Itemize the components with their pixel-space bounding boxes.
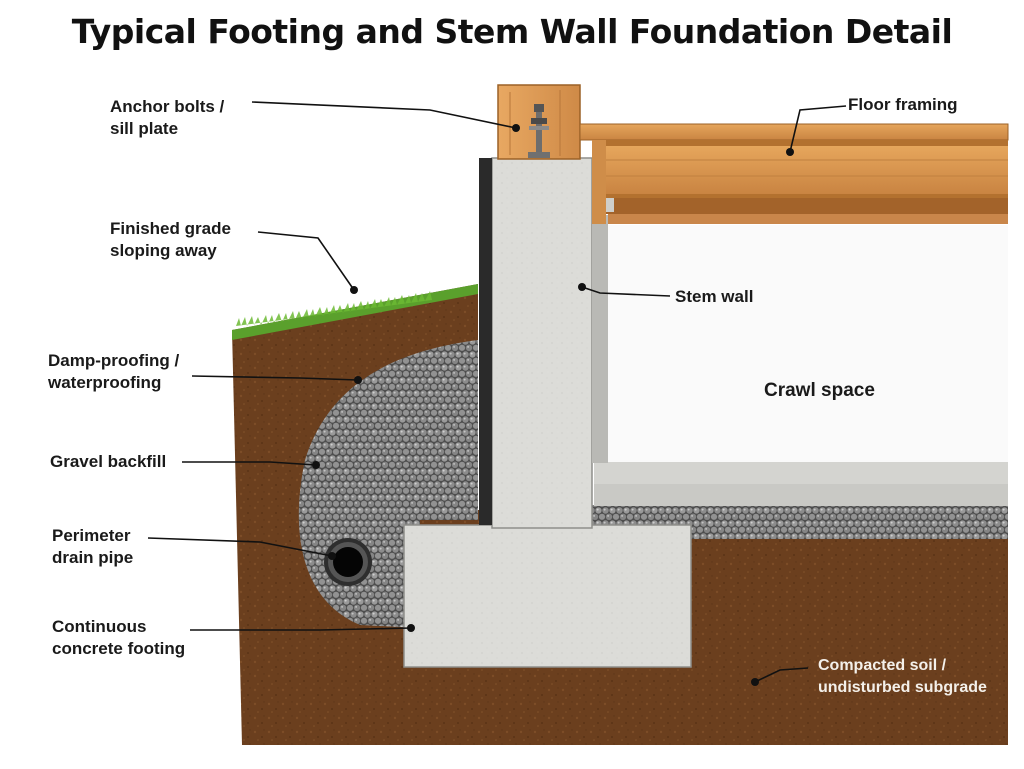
label-perimeter-drain: Perimeter drain pipe — [52, 526, 134, 567]
label-floor-framing: Floor framing — [848, 95, 958, 114]
leader-lines — [147, 101, 847, 683]
crawl-space-area — [608, 225, 1008, 463]
damp-proofing-layer — [479, 158, 492, 525]
perimeter-drain-pipe — [324, 538, 372, 586]
label-gravel-backfill: Gravel backfill — [50, 452, 167, 471]
leader-continuous-footing — [190, 627, 412, 631]
label-stem-wall: Stem wall — [675, 287, 754, 306]
footing — [403, 524, 692, 668]
label-anchor-bolts: Anchor bolts / sill plate — [110, 97, 225, 138]
leader-gravel-backfill — [182, 461, 317, 466]
leader-stem-wall — [581, 286, 671, 297]
label-finished-grade: Finished grade sloping away — [110, 219, 231, 260]
leader-compacted-soil — [754, 667, 809, 683]
diagram-title: Typical Footing and Stem Wall Foundation… — [71, 12, 953, 51]
label-compacted-soil: Compacted soil / undisturbed subgrade — [818, 657, 987, 696]
label-damp-proofing: Damp-proofing / waterproofing — [48, 351, 180, 392]
leader-anchor-bolts — [251, 101, 517, 129]
leader-perimeter-drain — [147, 537, 333, 557]
stem-wall — [491, 157, 593, 529]
label-crawl-space: Crawl space — [764, 380, 875, 401]
leader-damp-proofing — [191, 375, 359, 381]
leader-dots — [312, 124, 794, 686]
leader-floor-framing — [789, 105, 847, 153]
anchor-bolt — [528, 104, 550, 158]
leader-finished-grade — [257, 231, 355, 291]
label-continuous-footing: Continuous concrete footing — [52, 617, 186, 658]
